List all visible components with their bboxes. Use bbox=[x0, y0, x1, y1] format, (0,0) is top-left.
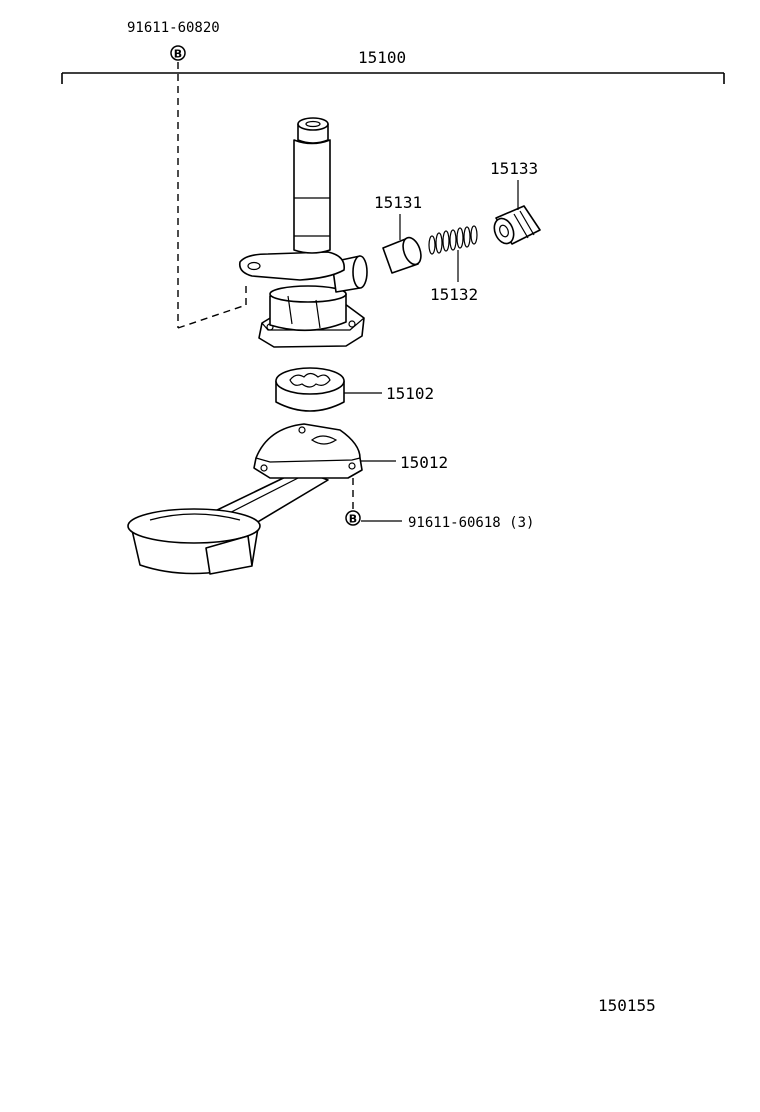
pump-body bbox=[238, 117, 368, 348]
figure-id: 150155 bbox=[598, 996, 656, 1015]
bolt-top-leader bbox=[177, 62, 247, 329]
bolt-bottom-symbol: B bbox=[345, 510, 361, 526]
spring-part bbox=[428, 225, 478, 255]
rotor-part-number: 15102 bbox=[386, 384, 434, 403]
assembly-part-number: 15100 bbox=[358, 48, 406, 67]
relief-valve-part-number: 15131 bbox=[374, 193, 422, 212]
rotor-part bbox=[275, 367, 345, 412]
plug-part bbox=[493, 205, 541, 245]
bolt-top-part-number: 91611-60820 bbox=[127, 20, 220, 36]
spring-part-number: 15132 bbox=[430, 285, 478, 304]
cover-strainer-part bbox=[127, 423, 363, 575]
bolt-top-symbol: B bbox=[170, 45, 186, 61]
bolt-bottom-part-number: 91611-60618 (3) bbox=[408, 515, 534, 531]
cover-part-number: 15012 bbox=[400, 453, 448, 472]
svg-text:B: B bbox=[349, 513, 357, 526]
svg-text:B: B bbox=[174, 48, 182, 61]
assembly-bracket bbox=[61, 72, 725, 84]
relief-valve-part bbox=[382, 236, 422, 274]
plug-part-number: 15133 bbox=[490, 159, 538, 178]
